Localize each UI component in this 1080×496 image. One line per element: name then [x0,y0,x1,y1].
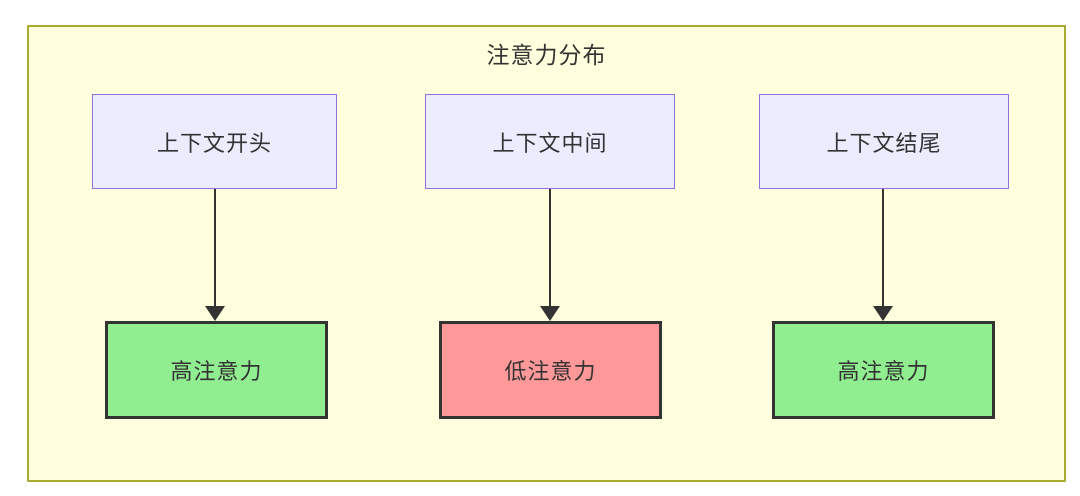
arrow-line-3 [882,189,884,307]
node-context-beginning: 上下文开头 [92,94,337,189]
node-high-attention-1: 高注意力 [105,321,328,419]
diagram-title: 注意力分布 [486,42,607,68]
node-context-end: 上下文结尾 [759,94,1009,189]
node-context-middle: 上下文中间 [425,94,675,189]
arrow-head-icon [205,306,225,321]
attention-distribution-subgraph: 注意力分布 上下文开头 高注意力 上下文中间 低注意力 上下文结尾 高注意力 [27,25,1066,482]
arrow-head-icon [540,306,560,321]
node-low-attention: 低注意力 [439,321,662,419]
node-high-attention-2: 高注意力 [772,321,995,419]
arrow-line-1 [214,189,216,307]
arrow-head-icon [873,306,893,321]
arrow-line-2 [549,189,551,307]
